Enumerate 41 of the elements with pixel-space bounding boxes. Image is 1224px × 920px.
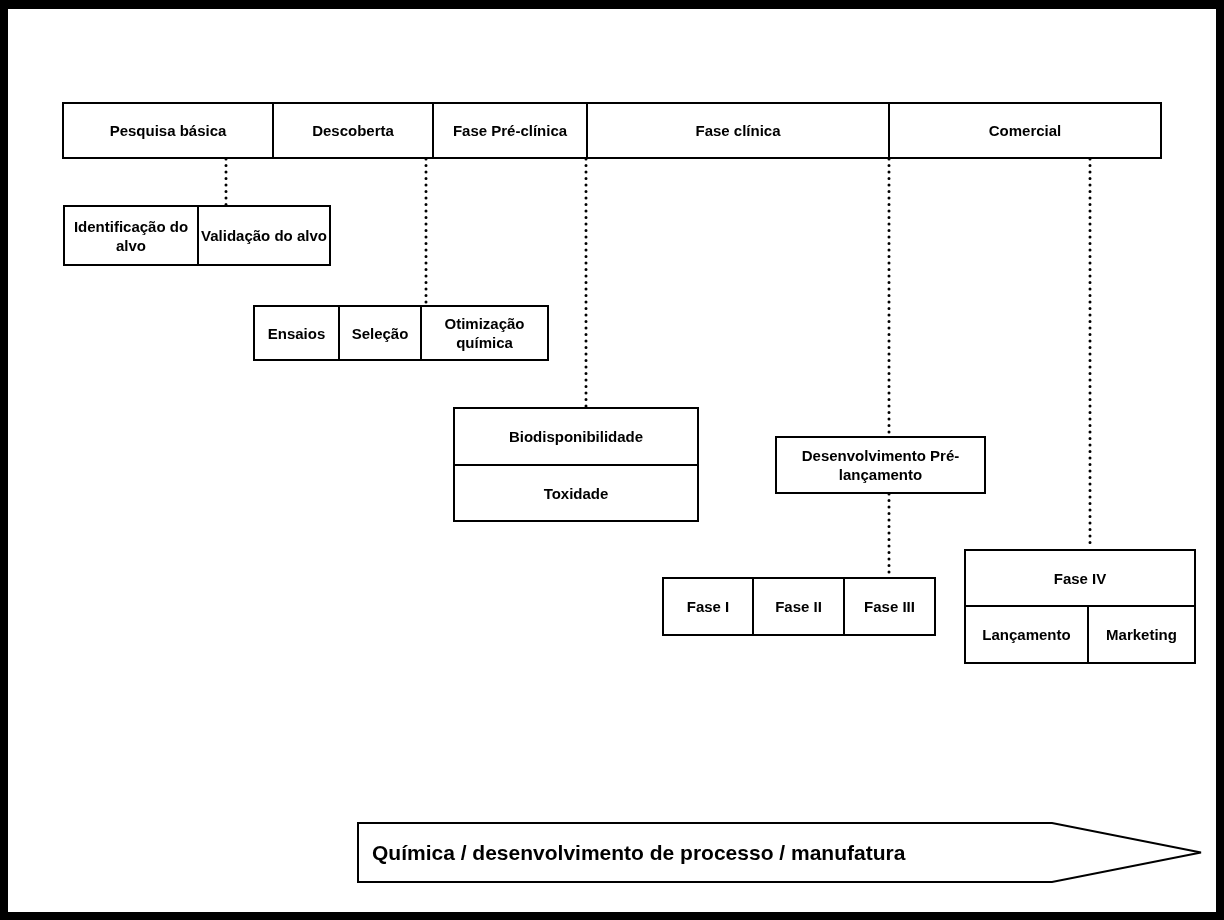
step-box [1087,605,1196,664]
step-box [964,605,1089,664]
step-label: Descoberta [312,121,394,140]
step-box [338,305,422,361]
stage-box [586,102,890,159]
step-label: Fase I [686,597,730,616]
step-label: Fase III [864,597,915,616]
dotted-connector [584,157,588,409]
step-box [752,577,845,636]
step-label: Fase IV [1053,568,1107,588]
step-box [775,436,986,494]
step-box [964,549,1196,607]
step-label: Identificação do alvo [72,216,190,255]
step-label: Lançamento [982,625,1071,644]
step-box [420,305,549,361]
stage-box [272,102,434,159]
step-label: Otimização química [443,314,526,352]
stage-box [62,102,274,159]
step-box [63,205,199,266]
step-label: Biodisponibilidade [508,427,644,446]
stage-box [432,102,588,159]
step-box [197,205,331,266]
step-label: Desenvolvimento Pré-lançamento [800,446,961,484]
process-label: Química / desenvolvimento de processo / manufatura [372,843,906,862]
step-label: Pesquisa básica [109,121,227,140]
step-box [662,577,754,636]
step-box [453,407,699,466]
step-label: Toxidade [543,483,609,503]
step-label: Ensaios [267,323,326,343]
step-box [843,577,936,636]
step-box [453,464,699,522]
step-box [253,305,340,361]
step-label: Seleção [351,323,409,343]
step-label: Fase clínica [695,121,781,140]
dotted-connector [224,157,228,207]
step-label: Marketing [1106,625,1177,644]
step-label: Comercial [988,121,1062,140]
stage-box [888,102,1162,159]
step-label: Fase II [775,597,822,616]
step-label: Validação do alvo [201,226,327,245]
step-label: Fase Pré-clínica [452,121,568,140]
